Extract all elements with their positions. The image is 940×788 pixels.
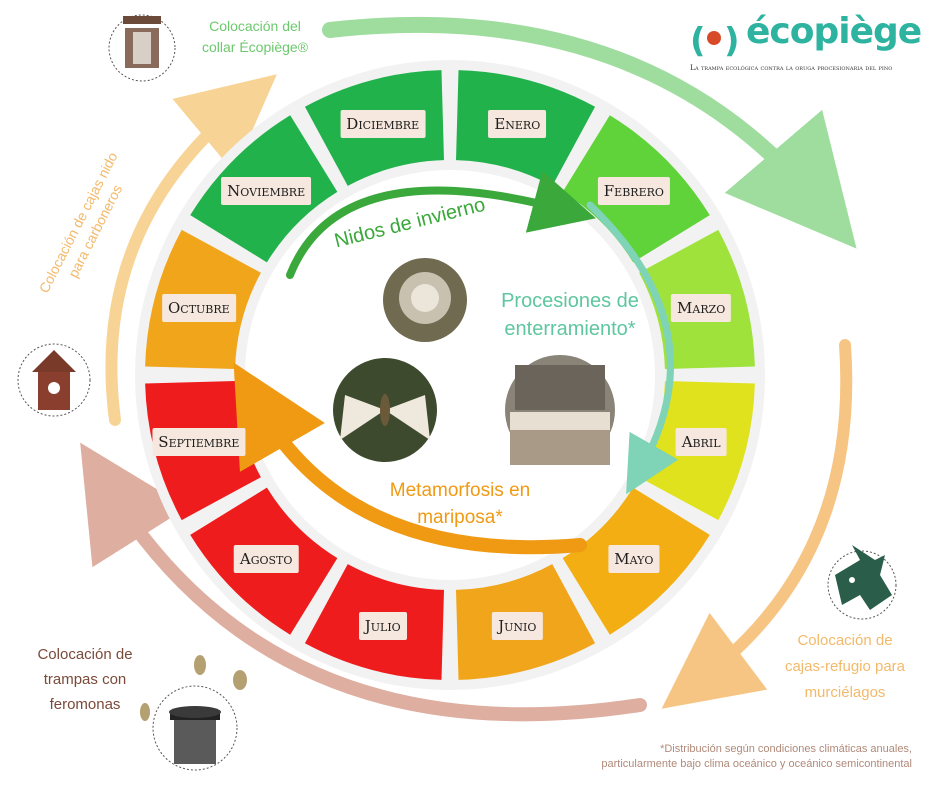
winter-nests-arrow (286, 170, 596, 279)
month-label-agosto: Agosto (233, 544, 299, 573)
bat-icon (827, 545, 897, 620)
month-label-mayo: Mayo (608, 544, 660, 573)
metamorphosis-arrow (233, 362, 587, 555)
nest-photo-icon (383, 258, 467, 342)
nest-box-arrow (105, 74, 277, 426)
collar-icon (108, 14, 176, 82)
ecopiege-logo: ( ) (690, 21, 740, 61)
month-label-noviembre: Noviembre (221, 177, 312, 206)
processions-arrow (586, 201, 679, 495)
brand-logo-text: écopiège (746, 11, 922, 52)
month-label-junio: Junio (492, 612, 543, 641)
month-label-enero: Enero (488, 109, 547, 138)
svg-text:(: ( (690, 21, 706, 61)
pheromone-trap-icon (140, 655, 247, 771)
brand-tagline: La trampa ecológica contra la oruga proc… (690, 63, 893, 72)
month-label-septiembre: Septiembre (152, 428, 246, 457)
month-label-febrero: Febrero (597, 177, 670, 206)
footnote: *Distribución según condiciones climátic… (601, 743, 912, 770)
month-label-diciembre: Diciembre (340, 109, 426, 138)
moth-icon (333, 358, 437, 462)
month-label-marzo: Marzo (671, 293, 732, 322)
month-label-julio: Julio (358, 612, 407, 641)
procession-photo-icon (505, 355, 615, 465)
birdhouse-icon (17, 343, 91, 417)
svg-text:): ) (724, 21, 740, 61)
month-label-abril: Abril (675, 428, 727, 457)
bat-box-arrow (661, 339, 853, 709)
month-label-octubre: Octubre (161, 293, 236, 322)
collar-arrow (322, 17, 857, 249)
trap-arrow (80, 442, 647, 722)
